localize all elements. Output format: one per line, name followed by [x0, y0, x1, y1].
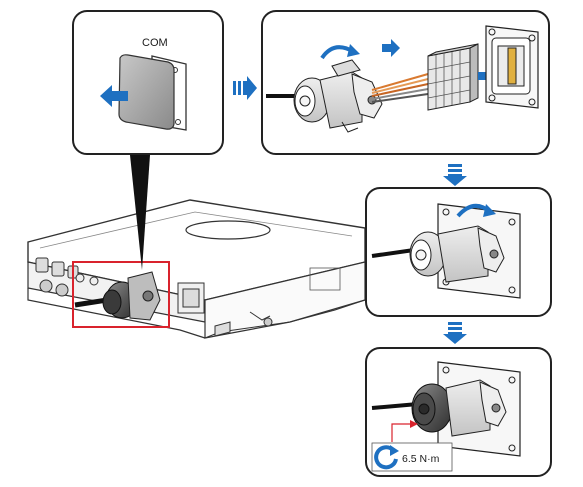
rotate-icon: [456, 204, 496, 218]
rotate-icon: [320, 44, 360, 60]
com-label: COM: [142, 37, 168, 49]
torque-label: 6.5 N·m: [402, 453, 440, 465]
com-socket: [485, 25, 539, 109]
step-panel-plug-connector: [365, 187, 552, 317]
arrow-right-icon: [382, 39, 400, 57]
arrow-down-icon: [443, 164, 467, 186]
step-panel-insert-terminals: [261, 10, 550, 155]
front-ports: [35, 257, 99, 297]
torque-clockwise-icon: [374, 445, 399, 470]
signal-wires: [371, 73, 429, 103]
inverter-com-connector: [74, 271, 161, 321]
terminal-block: [427, 43, 479, 111]
arrow-right-icon: [233, 76, 257, 100]
arrow-left-icon: [100, 85, 128, 107]
step-panel-tighten-nut: 6.5 N·m: [365, 347, 552, 477]
callout-pointer: [130, 155, 150, 270]
highlight-frame: [72, 261, 170, 328]
arrow-down-icon: [443, 322, 467, 344]
inverter-unit: [27, 199, 366, 339]
step-panel-remove-cover: COM: [72, 10, 224, 155]
torque-pointer: [391, 423, 412, 442]
